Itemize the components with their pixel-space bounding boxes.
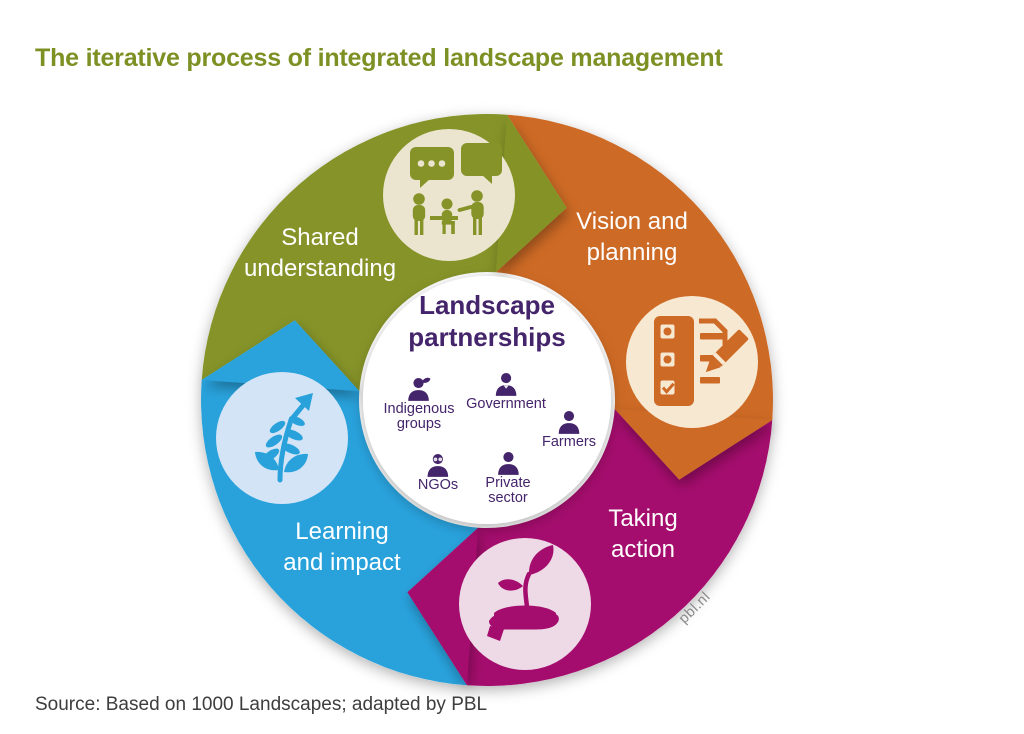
arrow-tip-orange xyxy=(614,408,773,480)
label-taking-action: Taking action xyxy=(608,505,678,563)
stakeholder-indigenous-groups: Indigenous groups xyxy=(384,377,454,432)
government-person-icon xyxy=(495,372,517,396)
stakeholder-government: Government xyxy=(466,372,546,412)
arrow-tip-blue xyxy=(201,320,360,392)
center-circle xyxy=(363,276,611,524)
arrow-tip-green xyxy=(495,114,567,273)
source-note: Source: Based on 1000 Landscapes; adapte… xyxy=(35,694,488,715)
indigenous-person-icon xyxy=(408,377,431,401)
center-title: Landscape partnerships xyxy=(408,290,566,352)
label-learning-and-impact: Learning and impact xyxy=(283,518,401,576)
hand-seedling-icon xyxy=(487,545,559,641)
ngo-person-icon xyxy=(427,453,449,477)
medallion-learning xyxy=(216,372,348,504)
checklist-pencil-icon xyxy=(654,316,749,406)
discussion-icon xyxy=(410,143,502,235)
page-title: The iterative process of integrated land… xyxy=(35,44,723,72)
farmer-person-icon xyxy=(558,410,580,434)
stakeholder-farmers: Farmers xyxy=(542,410,596,450)
label-vision-and-planning: Vision and planning xyxy=(576,208,688,266)
stakeholder-private-sector: Private sector xyxy=(485,451,531,506)
stakeholder-ngos: NGOs xyxy=(418,453,458,493)
growth-arrow-icon xyxy=(255,393,313,483)
arrow-tip-magenta xyxy=(407,527,479,686)
label-shared-understanding: Shared understanding xyxy=(243,224,397,282)
private-sector-person-icon xyxy=(497,451,519,475)
